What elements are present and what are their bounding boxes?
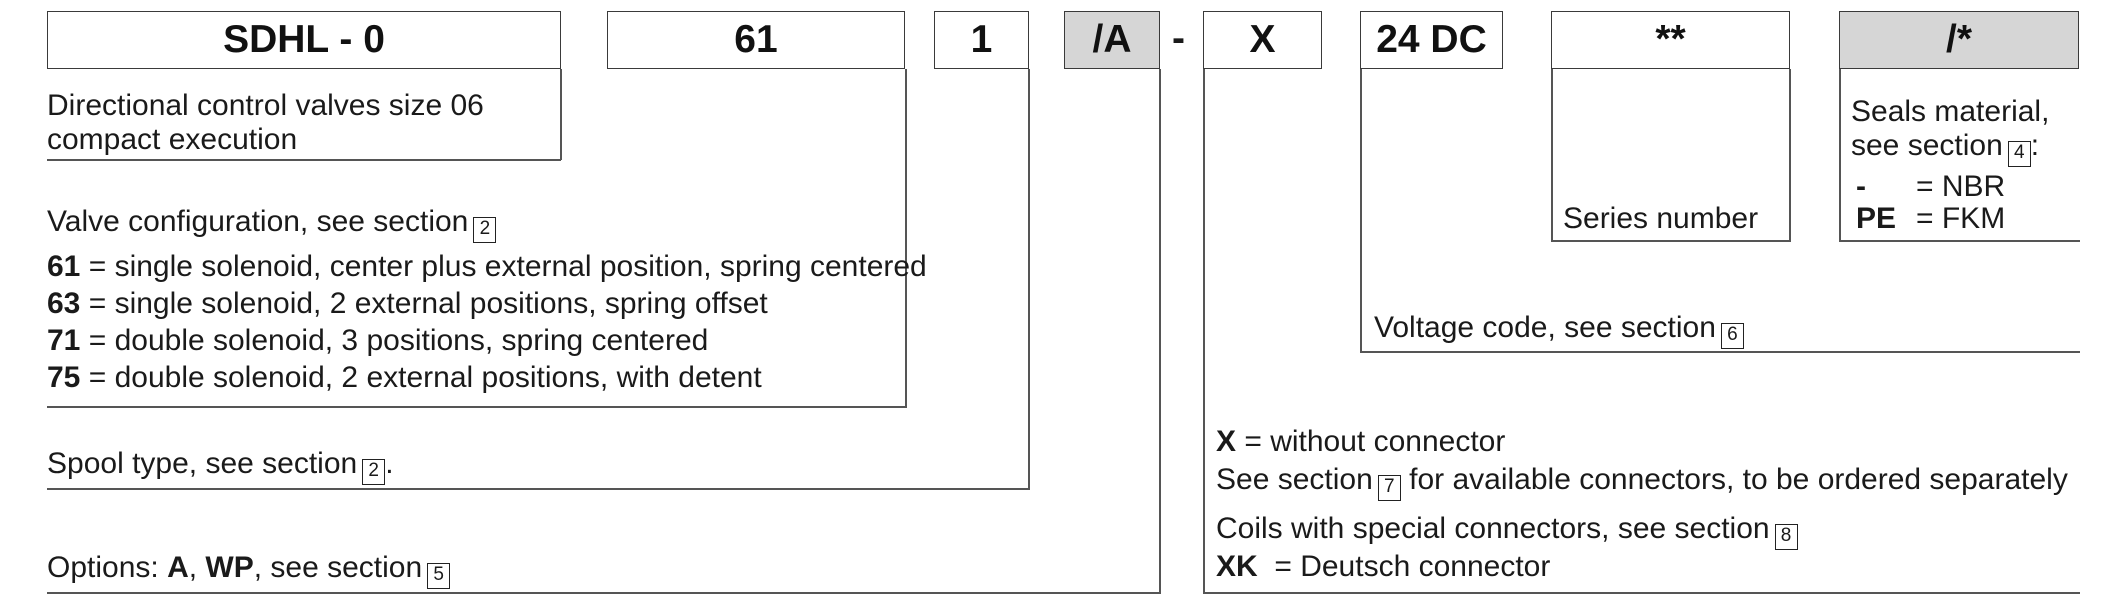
- options-leader-vertical: [1159, 69, 1161, 593]
- configuration-eq: =: [80, 324, 115, 357]
- series-leader-right: [1789, 69, 1791, 241]
- series-leader-horizontal: [1551, 240, 1791, 242]
- configuration-code: 71: [47, 324, 81, 357]
- section-ref-2: 2: [362, 459, 386, 485]
- connector-xk-text: = Deutsch connector: [1257, 550, 1551, 583]
- configuration-leader-vertical: [905, 69, 907, 407]
- seals-item: - = NBR: [1856, 168, 2005, 205]
- section-ref-7: 7: [1377, 475, 1401, 501]
- connector-x-code: X: [1216, 425, 1237, 458]
- configuration-code: 61: [47, 250, 81, 283]
- code-box-series: **: [1551, 11, 1790, 69]
- model-description-line1: Directional control valves size 06: [47, 89, 484, 122]
- code-box-voltage: 24 DC: [1360, 11, 1503, 69]
- model-leader-horizontal: [47, 159, 561, 161]
- configuration-text: single solenoid, 2 external positions, s…: [114, 287, 768, 320]
- connector-xk-line: XK = Deutsch connector: [1216, 548, 1550, 585]
- configuration-eq: =: [80, 361, 115, 394]
- connector-xk-code: XK: [1216, 550, 1258, 583]
- model-leader-vertical: [560, 69, 562, 160]
- spool-leader-horizontal: [47, 488, 1030, 490]
- connector-see-suffix: for available connectors, to be ordered …: [1400, 463, 2068, 496]
- section-ref-2: 2: [473, 217, 497, 243]
- model-description-line2: compact execution: [47, 123, 298, 156]
- seals-line1: Seals material,: [1851, 95, 2050, 128]
- configuration-code: 63: [47, 287, 81, 320]
- series-leader-left: [1551, 69, 1553, 241]
- configuration-text: single solenoid, center plus external po…: [114, 250, 927, 283]
- connector-x-line: X = without connector: [1216, 423, 1505, 460]
- connector-coils-line: Coils with special connectors, see secti…: [1216, 510, 1798, 550]
- voltage-leader-vertical: [1360, 69, 1362, 352]
- seals-leader-horizontal: [1839, 240, 2080, 242]
- option-wp: WP: [205, 551, 254, 584]
- section-ref-8: 8: [1774, 524, 1798, 550]
- code-box-model: SDHL - 0: [47, 11, 561, 69]
- section-ref-6: 6: [1720, 323, 1744, 349]
- seals-code: -: [1856, 170, 1866, 203]
- seals-leader-vertical: [1839, 69, 1841, 241]
- options-sep: ,: [188, 551, 206, 584]
- configuration-leader-horizontal: [47, 406, 907, 408]
- voltage-label: Voltage code, see section: [1374, 311, 1716, 344]
- options-prefix: Options:: [47, 551, 168, 584]
- configuration-code: 75: [47, 361, 81, 394]
- configuration-text: double solenoid, 2 external positions, w…: [114, 361, 762, 394]
- series-number-label: Series number: [1563, 202, 1759, 235]
- spool-type-suffix: .: [385, 447, 394, 480]
- configuration-text: double solenoid, 3 positions, spring cen…: [114, 324, 709, 357]
- section-ref-5: 5: [427, 563, 451, 589]
- configuration-item: 71 = double solenoid, 3 positions, sprin…: [47, 322, 708, 359]
- configuration-heading-text: Valve configuration, see section: [47, 205, 469, 238]
- options-leader-horizontal: [47, 592, 1161, 594]
- code-box-spool: 1: [934, 11, 1029, 69]
- code-box-connector: X: [1203, 11, 1322, 69]
- seals-item: PE = FKM: [1856, 200, 2005, 237]
- connector-leader-horizontal: [1203, 592, 2080, 594]
- code-dash: -: [1172, 17, 1185, 60]
- seals-value: = FKM: [1916, 202, 2006, 235]
- connector-coils-text: Coils with special connectors, see secti…: [1216, 512, 1770, 545]
- connector-leader-vertical: [1203, 69, 1205, 593]
- seals-see-section: see section: [1851, 129, 2003, 162]
- options-suffix: , see section: [253, 551, 423, 584]
- configuration-item: 63 = single solenoid, 2 external positio…: [47, 285, 768, 322]
- connector-see-prefix: See section: [1216, 463, 1373, 496]
- seals-code: PE: [1856, 202, 1897, 235]
- configuration-eq: =: [80, 250, 115, 283]
- spool-leader-vertical: [1028, 69, 1030, 489]
- connector-x-text: = without connector: [1236, 425, 1506, 458]
- configuration-item: 61 = single solenoid, center plus extern…: [47, 248, 927, 285]
- option-a: A: [167, 551, 189, 584]
- section-ref-4: 4: [2007, 141, 2031, 167]
- spool-type-label: Spool type, see section: [47, 447, 358, 480]
- configuration-eq: =: [80, 287, 115, 320]
- voltage-leader-horizontal: [1360, 351, 2080, 353]
- code-box-configuration: 61: [607, 11, 905, 69]
- code-box-seals: /*: [1839, 11, 2079, 69]
- seals-value: = NBR: [1916, 170, 2006, 203]
- configuration-item: 75 = double solenoid, 2 external positio…: [47, 359, 762, 396]
- code-box-options: /A: [1064, 11, 1160, 69]
- seals-colon: :: [2030, 129, 2040, 162]
